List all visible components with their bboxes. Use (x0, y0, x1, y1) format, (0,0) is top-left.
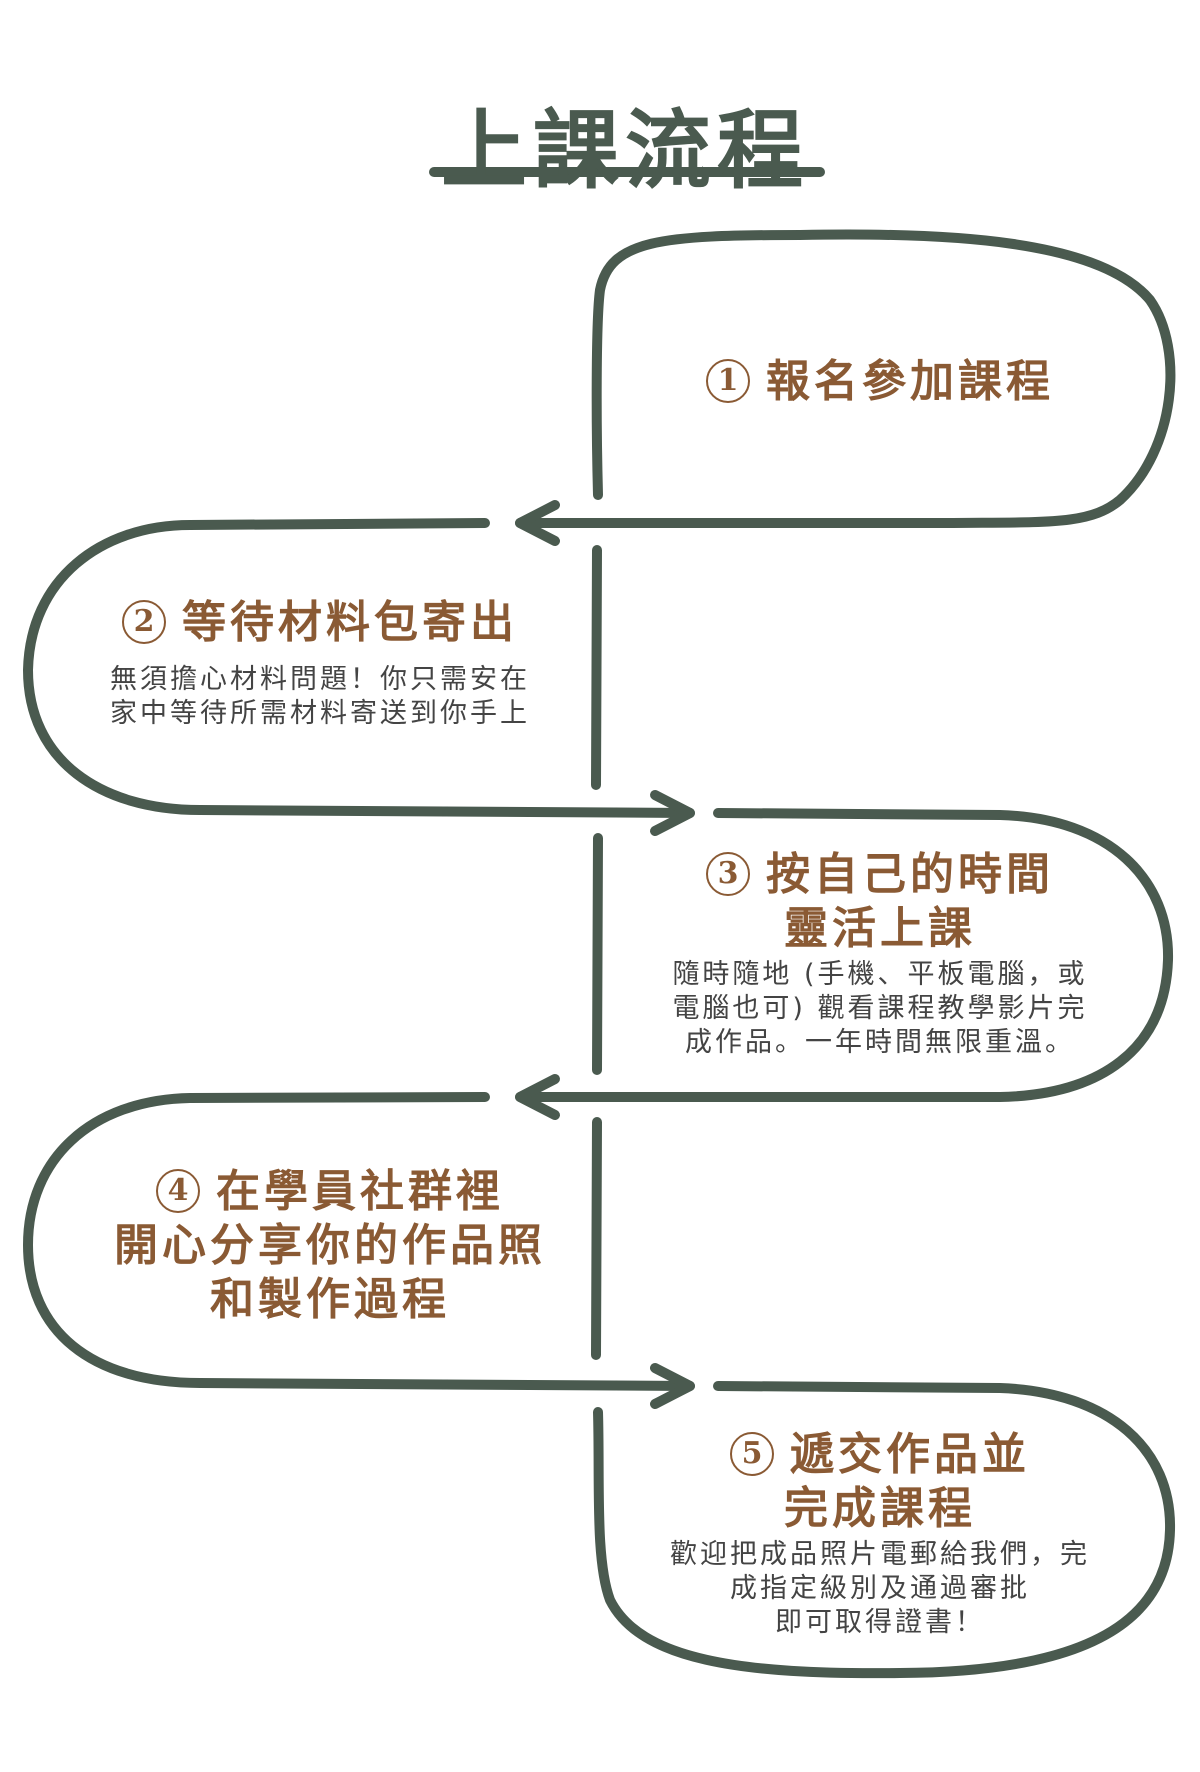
bubble-5 (593, 1381, 1176, 1679)
heading-line: 開心分享你的作品照 (114, 1220, 546, 1271)
body-line: 隨時隨地 (手機、平板電腦，或 (672, 959, 1088, 990)
heading-line: 完成課程 (784, 1483, 976, 1534)
step-4-heading: 4 在學員社群裡 開心分享你的作品照 和製作過程 (60, 1165, 600, 1327)
arrow-head-2 (650, 790, 695, 836)
step-number: 2 (122, 599, 166, 644)
bubble-3 (515, 808, 1174, 1102)
connector-2 (592, 833, 603, 1075)
step-number: 4 (156, 1168, 200, 1213)
body-line: 電腦也可) 觀看課程教學影片完 (672, 993, 1088, 1024)
body-line: 成作品。一年時間無限重溫。 (685, 1027, 1075, 1058)
body-line: 成指定級別及通過審批 (730, 1573, 1030, 1604)
step-number: 3 (706, 851, 750, 896)
step-2-heading: 2 等待材料包寄出 (60, 596, 580, 650)
arrow-head-3 (515, 1074, 560, 1120)
step-number: 1 (706, 358, 750, 403)
heading-line: 和製作過程 (210, 1274, 450, 1325)
bubble-1 (515, 229, 1176, 528)
step-5-heading: 5 遞交作品並 完成課程 (620, 1428, 1140, 1536)
connector-3 (591, 1117, 602, 1360)
connector-1 (591, 545, 602, 790)
heading-line: 按自己的時間 (766, 849, 1054, 900)
step-5-body: 歡迎把成品照片電郵給我們，完 成指定級別及通過審批 即可取得證書！ (620, 1538, 1140, 1640)
step-3-heading: 3 按自己的時間 靈活上課 (620, 848, 1140, 956)
arrow-head-4 (650, 1363, 695, 1409)
step-3-body: 隨時隨地 (手機、平板電腦，或 電腦也可) 觀看課程教學影片完 成作品。一年時間… (620, 958, 1140, 1060)
heading-line: 靈活上課 (784, 903, 976, 954)
bubble-4 (23, 1092, 695, 1391)
heading-line: 等待材料包寄出 (182, 597, 518, 648)
arrow-head-1 (515, 500, 560, 546)
heading-line: 遞交作品並 (790, 1429, 1030, 1480)
body-line: 即可取得證書！ (775, 1607, 985, 1638)
body-line: 無須擔心材料問題！你只需安在 (110, 664, 530, 695)
page-title: 上課流程 (441, 100, 809, 201)
body-line: 家中等待所需材料寄送到你手上 (110, 698, 530, 729)
body-line: 歡迎把成品照片電郵給我們，完 (670, 1539, 1090, 1570)
step-1-heading: 1 報名參加課程 (620, 355, 1140, 409)
step-number: 5 (730, 1431, 774, 1476)
heading-line: 報名參加課程 (766, 356, 1054, 407)
step-2-body: 無須擔心材料問題！你只需安在 家中等待所需材料寄送到你手上 (60, 663, 580, 731)
heading-line: 在學員社群裡 (216, 1166, 504, 1217)
bubble-2 (23, 518, 695, 818)
